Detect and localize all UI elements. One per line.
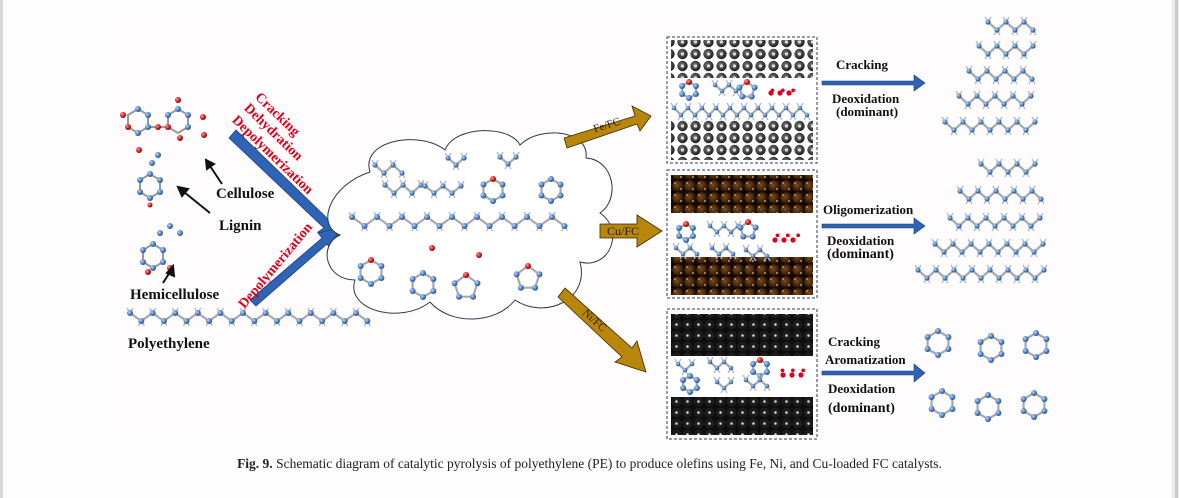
ring-molecule	[924, 328, 952, 358]
alkane-chain	[672, 242, 701, 260]
ring-molecule	[680, 373, 700, 395]
alkane-chain	[946, 212, 1044, 232]
fe-dominant-label: (dominant)	[836, 104, 899, 119]
alkane-chain	[955, 90, 1035, 110]
hemicellulose-label: Hemicellulose	[130, 287, 220, 303]
feedstock-pointer-arrows	[162, 158, 223, 284]
ni-product-arrow	[821, 363, 926, 383]
ring-molecule	[737, 219, 759, 240]
figure-caption: Fig. 9. Schematic diagram of catalytic p…	[0, 456, 1179, 472]
cu-fc-arrow	[599, 214, 663, 248]
ring-molecule	[409, 270, 437, 300]
alkane-chain	[713, 376, 735, 394]
alkane-chain	[742, 374, 771, 392]
cellulose-molecule	[120, 97, 207, 153]
fe-ellipsis: • • •	[770, 84, 797, 99]
ni-fc-arrow	[557, 287, 647, 373]
alkane-chain	[742, 244, 771, 262]
cu-reaction-oligomerization: Oligomerization	[823, 202, 914, 217]
ring-molecule	[928, 388, 956, 418]
fe-product-arrow	[821, 74, 926, 92]
cu-fc-label: Cu/FC	[607, 224, 640, 238]
ring-molecule	[676, 221, 696, 243]
alkane-chain	[371, 159, 406, 179]
alkane-chain	[706, 220, 742, 238]
lignin-molecule	[137, 152, 163, 208]
alkane-chain	[708, 242, 737, 260]
alkane-chain	[956, 185, 1045, 205]
fe-deoxidation-label: Deoxidation	[832, 91, 900, 106]
product-molecules	[914, 16, 1050, 422]
cu-ellipsis: • • •	[775, 229, 802, 244]
alkane-chain	[706, 356, 735, 374]
lignin-label: Lignin	[219, 218, 262, 234]
alkane-chain	[444, 152, 468, 171]
hemicellulose-molecule	[140, 223, 183, 275]
ring-molecule	[357, 257, 385, 287]
scrollbar-thumb[interactable]	[1175, 0, 1178, 498]
alkane-chain	[711, 79, 740, 97]
ni-deoxidation-label: Deoxidation	[828, 381, 896, 396]
adsorbed-intermediates	[670, 79, 811, 395]
alkane-chain	[975, 40, 1037, 60]
cu-dominant-label: (dominant)	[827, 247, 894, 262]
alkane-chain	[421, 180, 465, 199]
page-left-border	[0, 0, 3, 498]
ni-reaction-cracking: Cracking	[828, 334, 880, 349]
intermediates-cloud	[326, 130, 614, 320]
vertical-scrollbar[interactable]	[1172, 0, 1179, 498]
fe-reaction-cracking: Cracking	[836, 57, 888, 72]
ring-molecule	[679, 79, 699, 101]
ni-reaction-aromatization: Aromatization	[825, 352, 906, 367]
alkane-chain	[941, 116, 1039, 136]
ni-ellipsis: • • •	[780, 364, 807, 379]
figure-caption-label: Fig. 9.	[237, 456, 273, 471]
ring-molecule	[538, 176, 564, 204]
ni-dominant-label: (dominant)	[828, 401, 895, 416]
alkane-chain	[381, 179, 425, 199]
alkane-chain	[496, 151, 520, 170]
cu-deoxidation-label: Deoxidation	[827, 233, 895, 248]
ring-molecule	[451, 272, 481, 300]
ring-molecule	[974, 392, 1002, 422]
fe-fc-catalyst-box	[666, 36, 818, 164]
alkane-chain	[965, 65, 1036, 85]
alkane-chain	[977, 158, 1039, 178]
figure-caption-text: Schematic diagram of catalytic pyrolysis…	[276, 456, 942, 471]
ring-molecule	[480, 176, 506, 204]
alkane-chain	[348, 211, 569, 232]
alkane-chain	[670, 102, 811, 121]
ring-molecule	[1022, 330, 1050, 360]
cu-product-arrow	[821, 217, 926, 235]
alkane-chain	[984, 16, 1037, 36]
ring-molecule	[750, 357, 770, 379]
alkane-chain	[931, 238, 1047, 258]
intermediate-molecules	[348, 151, 569, 300]
ring-molecule	[977, 333, 1005, 363]
alkane-chain	[126, 307, 371, 327]
ring-molecule	[736, 79, 758, 100]
polyethylene-molecule	[126, 307, 371, 327]
cellulose-label: Cellulose	[216, 186, 275, 202]
ring-molecule	[1020, 390, 1048, 420]
alkane-chain	[914, 264, 1048, 284]
polyethylene-label: Polyethylene	[128, 336, 210, 352]
fe-fc-arrow	[563, 105, 652, 149]
alkane-chain	[674, 358, 696, 376]
ring-molecule	[513, 263, 543, 291]
